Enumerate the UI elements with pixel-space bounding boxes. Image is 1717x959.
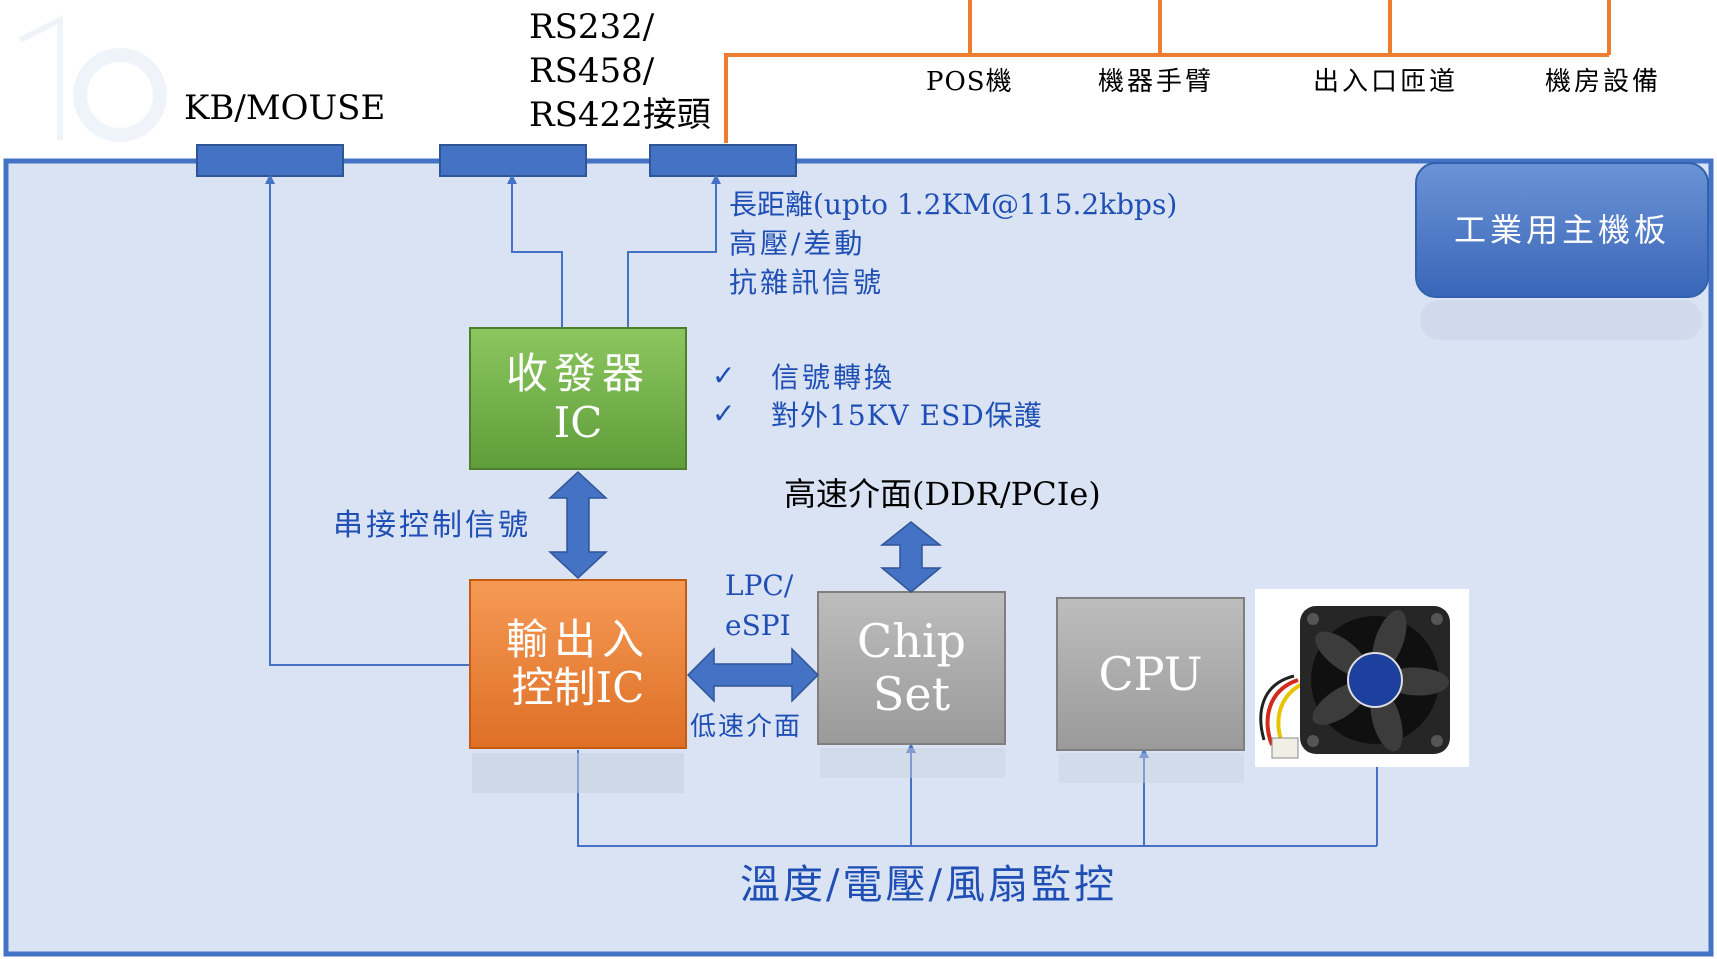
device-label-pos: POS機 — [926, 67, 1013, 97]
double-arrow-icon — [879, 521, 943, 593]
feature-signal-conversion: 信號轉換 — [771, 361, 896, 394]
checkmark-icon: ✓ — [712, 359, 736, 392]
double-arrow-icon — [686, 647, 820, 703]
chipset-block — [817, 591, 1006, 745]
chipset-line1: Chip — [857, 614, 966, 669]
feature-esd-protection: 對外15KV ESD保護 — [771, 399, 1043, 432]
board-title-button — [1415, 162, 1709, 298]
device-label-robot-arm: 機器手臂 — [1098, 67, 1215, 97]
transceiver-line1: 收發器 — [505, 349, 650, 399]
rs422-note-noise: 抗雜訊信號 — [729, 266, 885, 299]
high-speed-interface-label: 高速介面(DDR/PCIe) — [784, 475, 1101, 513]
transceiver-line2: IC — [553, 397, 603, 447]
low-speed-interface-label: 低速介面 — [690, 712, 803, 742]
background-decoration — [18, 15, 167, 142]
lpc-label: LPC/ — [725, 569, 794, 602]
io-controller-block — [469, 579, 687, 749]
kb-mouse-label: KB/MOUSE — [184, 88, 386, 128]
rs-connector-a — [439, 144, 587, 177]
serial-control-label: 串接控制信號 — [333, 508, 531, 543]
transceiver-block — [469, 327, 687, 470]
signal-lines — [265, 174, 1382, 847]
io-controller-text: 輸出入 控制IC — [470, 580, 686, 748]
device-label-gate: 出入口匝道 — [1313, 67, 1459, 97]
io-controller-line1: 輸出入 — [505, 614, 650, 664]
espi-label: eSPI — [725, 609, 791, 642]
cpu-block — [1056, 597, 1245, 751]
rs422-note-voltage: 高壓/差動 — [729, 227, 866, 260]
rs-connector-label-line3: RS422接頭 — [529, 95, 711, 135]
kb-mouse-connector — [196, 144, 344, 177]
rs422-connector — [649, 144, 797, 177]
transceiver-text: 收發器 IC — [470, 328, 686, 469]
checkmark-icon: ✓ — [712, 397, 736, 430]
board-title: 工業用主機板 — [1453, 210, 1670, 249]
monitor-label: 溫度/電壓/風扇監控 — [740, 862, 1117, 908]
cooling-fan-icon — [1255, 589, 1469, 767]
device-label-server-room: 機房設備 — [1545, 67, 1662, 97]
rs-connector-label-line1: RS232/ — [529, 7, 655, 47]
rs-connector-label-line2: RS458/ — [529, 51, 655, 91]
rs422-note-distance: 長距離(upto 1.2KM@115.2kbps) — [729, 188, 1178, 221]
cpu-text: CPU — [1098, 646, 1203, 701]
io-controller-line2: 控制IC — [511, 663, 645, 712]
double-arrow-icon — [548, 470, 608, 580]
device-bus — [724, 0, 1611, 143]
chipset-line2: Set — [872, 667, 951, 721]
chipset-text: Chip Set — [818, 592, 1005, 744]
